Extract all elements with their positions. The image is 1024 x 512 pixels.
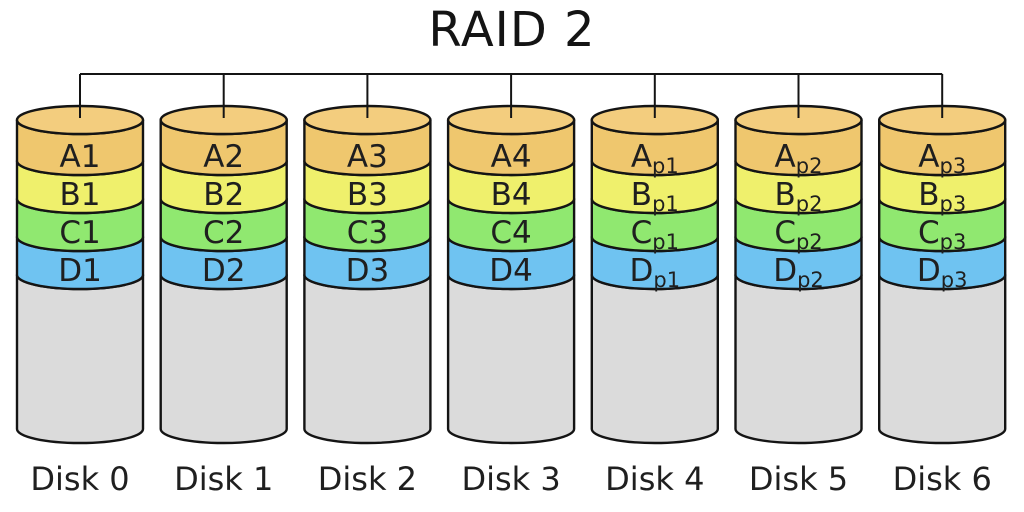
block-label: B4	[491, 177, 532, 213]
block-label-main: A3	[347, 139, 388, 175]
block-label-subscript: p3	[939, 192, 966, 216]
block-label: Dp1	[630, 253, 681, 292]
disk-body	[590, 273, 719, 445]
block-label: C3	[347, 215, 388, 251]
block-label-main: D	[773, 253, 797, 289]
block-label: C1	[59, 215, 100, 251]
block-label-main: A	[631, 139, 652, 175]
block-label-main: B	[775, 177, 796, 213]
block-label: Ap1	[631, 139, 679, 178]
block-label-subscript: p2	[796, 230, 823, 254]
block-label-main: C	[631, 215, 653, 251]
block-label: Dp2	[773, 253, 824, 292]
block-label-main: D2	[202, 253, 246, 289]
block-label-main: B	[631, 177, 652, 213]
block-label-subscript: p3	[939, 154, 966, 178]
block-label: Cp3	[918, 215, 966, 254]
block-label: Ap2	[775, 139, 823, 178]
block-label: C4	[490, 215, 531, 251]
block-label: Bp1	[631, 177, 679, 216]
block-label: Cp2	[774, 215, 822, 254]
block-label-subscript: p2	[796, 154, 823, 178]
block-label: Bp2	[775, 177, 823, 216]
block-label-subscript: p1	[652, 230, 679, 254]
block-label-main: B	[918, 177, 939, 213]
block-label-main: D1	[58, 253, 102, 289]
block-label-main: B2	[203, 177, 244, 213]
block-label: D2	[202, 253, 246, 289]
block-label-main: D	[917, 253, 941, 289]
block-label-subscript: p1	[653, 268, 680, 292]
block-label-subscript: p1	[652, 154, 679, 178]
block-label: A2	[203, 139, 244, 175]
block-label: Dp3	[917, 253, 968, 292]
block-label-main: C	[918, 215, 940, 251]
block-label: Cp1	[631, 215, 679, 254]
block-label-subscript: p2	[797, 268, 824, 292]
block-label: D3	[346, 253, 390, 289]
bus-lines	[79, 73, 944, 118]
block-label: A1	[60, 139, 101, 175]
block-label-subscript: p3	[941, 268, 968, 292]
disk-body	[303, 273, 432, 445]
disk-body	[15, 273, 145, 445]
block-label-main: C	[774, 215, 796, 251]
block-label-main: A1	[60, 139, 101, 175]
disk-label: Disk 3	[461, 460, 560, 498]
block-label-main: B1	[60, 177, 101, 213]
block-label: B3	[347, 177, 388, 213]
disk-body	[446, 273, 576, 445]
disk-body	[878, 273, 1007, 445]
disk-label: Disk 0	[30, 460, 129, 498]
disk-label: Disk 4	[605, 460, 704, 498]
block-label: A3	[347, 139, 388, 175]
disk-label: Disk 6	[893, 460, 992, 498]
disk-body	[159, 273, 288, 445]
block-label-subscript: p3	[940, 230, 967, 254]
block-label-main: D4	[489, 253, 533, 289]
diagram-title: RAID 2	[428, 2, 596, 58]
block-label-main: D	[630, 253, 654, 289]
block-label-main: A	[918, 139, 939, 175]
disk-label: Disk 2	[318, 460, 417, 498]
block-label: B2	[203, 177, 244, 213]
block-label-main: A	[775, 139, 796, 175]
block-label-main: D3	[346, 253, 390, 289]
block-label-main: C1	[59, 215, 100, 251]
block-label-main: A2	[203, 139, 244, 175]
block-label: D1	[58, 253, 102, 289]
block-label: C2	[203, 215, 244, 251]
block-label-main: C2	[203, 215, 244, 251]
block-label-subscript: p2	[796, 192, 823, 216]
disk-label: Disk 1	[174, 460, 273, 498]
block-label: B1	[60, 177, 101, 213]
block-label-subscript: p1	[652, 192, 679, 216]
block-label-main: B4	[491, 177, 532, 213]
block-label-main: C3	[347, 215, 388, 251]
disk-body	[734, 273, 863, 445]
block-label: Ap3	[918, 139, 966, 178]
block-label-main: B3	[347, 177, 388, 213]
block-label: Bp3	[918, 177, 966, 216]
block-label: A4	[491, 139, 532, 175]
block-label-main: C4	[490, 215, 531, 251]
block-label: D4	[489, 253, 533, 289]
block-label-main: A4	[491, 139, 532, 175]
disk-label: Disk 5	[749, 460, 848, 498]
